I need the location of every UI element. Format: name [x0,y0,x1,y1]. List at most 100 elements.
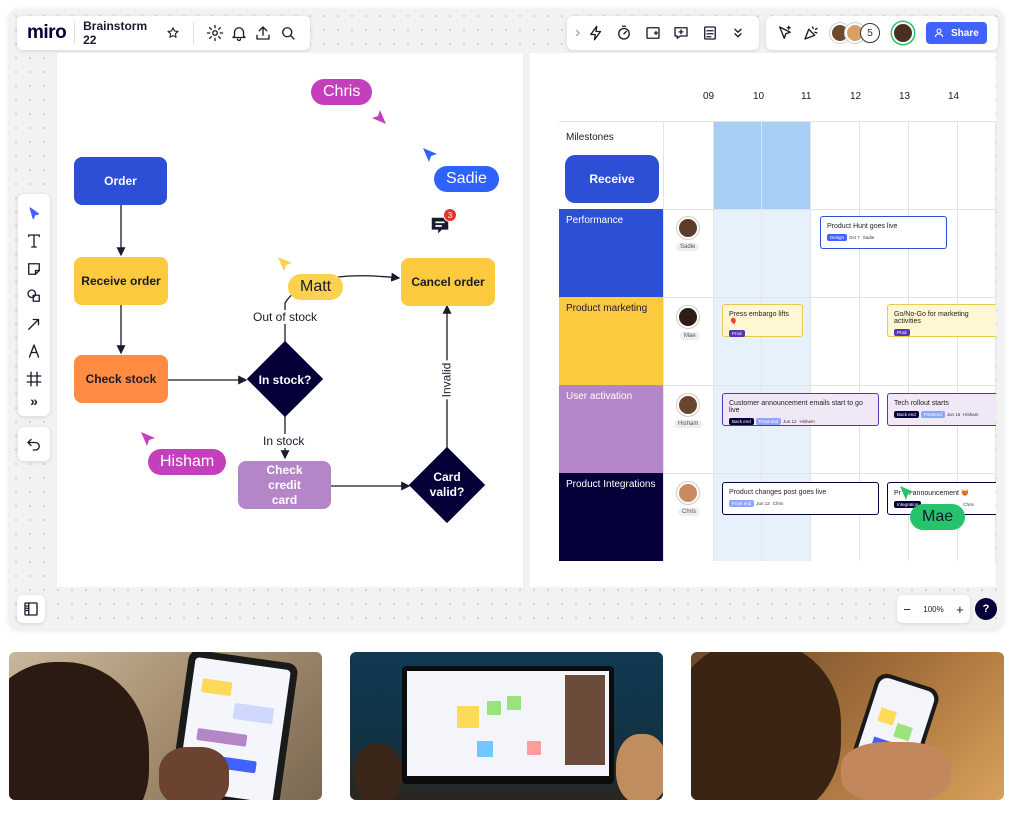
card-person: Hisham [963,412,979,417]
cursor-pointer-matt-icon [278,257,292,271]
column-label: 11 [801,91,812,102]
monitor-device [402,666,614,784]
divider [193,22,195,44]
avatar-name: Mae [680,332,700,340]
text-tool-icon[interactable] [21,228,47,254]
flow-node-check-credit-card[interactable]: Check credit card [238,461,331,509]
frame-icon[interactable] [21,366,47,392]
share-label: Share [951,27,979,39]
timeline-card[interactable]: Press embargo lifts 🎈 Prod [722,304,803,337]
cursor-pointer-mae-icon [900,486,914,500]
edge-label-out-of-stock: Out of stock [251,310,320,324]
more-chevrons-icon[interactable] [725,20,751,46]
zoom-in-button[interactable]: + [956,601,964,617]
collaborator-count-badge: 5 [860,23,880,43]
card-title: Customer announcement emails start to go… [729,400,863,414]
card-title: Product changes post goes live [729,489,827,496]
bell-icon[interactable] [227,20,251,46]
photo-phone-user [691,652,1004,800]
flow-node-order[interactable]: Order [74,157,167,205]
cursor-label-chris: Chris [311,79,373,105]
swimlane-label: User activation [566,391,633,402]
cursor-pointer-hisham-icon [141,432,155,446]
card-date: Jun 12 [783,419,797,424]
comment-thread[interactable]: 3 [429,208,457,237]
lightning-icon[interactable] [583,20,609,46]
card-person: Chris [772,501,784,506]
avatar [677,306,699,328]
card-date: Jun 12 [756,501,770,506]
zoom-level[interactable]: 100% [923,604,944,614]
more-tools-icon[interactable]: » [30,393,38,410]
miro-board-canvas[interactable]: miro Brainstorm 22 › 5 Share [9,9,1003,629]
card-title: Tech rollout starts [894,400,949,407]
help-button[interactable]: ? [975,598,997,620]
column-label: 13 [899,91,911,102]
board-title-panel: miro Brainstorm 22 [17,16,310,50]
photo-team-meeting [350,652,663,800]
flow-node-check-stock[interactable]: Check stock [74,355,168,403]
star-icon[interactable] [161,20,185,46]
board-title[interactable]: Brainstorm 22 [83,19,148,47]
notes-icon[interactable] [697,20,723,46]
user-add-icon [934,28,944,38]
search-icon[interactable] [276,20,300,46]
panel-toggle-icon[interactable] [18,596,44,622]
hand-shape [841,742,951,800]
comment-add-icon[interactable] [668,20,694,46]
timeline-card[interactable]: Product changes post goes live Front end… [722,482,879,515]
select-cursor-icon[interactable] [21,201,47,227]
cursor-reactions-icon[interactable] [772,20,798,46]
celebrate-icon[interactable] [798,20,824,46]
share-button[interactable]: Share [926,22,987,44]
cursor-label-sadie: Sadie [434,166,499,192]
shapes-icon[interactable] [21,283,47,309]
flow-node-receive-order[interactable]: Receive order [74,257,168,305]
comment-count-badge: 3 [443,208,457,222]
connector-arrow-icon[interactable] [21,311,47,337]
card-tag: Front end [729,500,755,507]
swimlane-user-activation[interactable] [559,385,663,473]
flow-node-cancel-order[interactable]: Cancel order [401,258,495,306]
settings-gear-icon[interactable] [202,20,226,46]
card-tag: Back end [894,411,919,418]
avatar-name: Chris [678,508,701,516]
frame-add-icon[interactable] [640,20,666,46]
timeline-card[interactable]: Customer announcement emails start to go… [722,393,879,426]
cursor-label-mae: Mae [910,504,966,530]
avatar [677,482,699,504]
card-person: Chris [963,502,974,507]
cursor-pointer-chris-icon [372,110,386,124]
undo-icon[interactable] [21,431,47,457]
cursor-pointer-sadie-icon [423,148,437,162]
person-silhouette [691,652,841,800]
card-title: Go/No-Go for marketing activities [894,311,969,325]
expand-chevron-icon[interactable]: › [575,24,581,41]
timeline-frame[interactable]: 09 10 11 12 13 14 Milestones Receive Per… [530,53,996,587]
card-date: Oct 7 [849,235,860,240]
sidebar-toggle-panel [17,595,45,623]
miro-logo[interactable]: miro [27,22,67,43]
flowchart-frame[interactable]: Order Receive order Check stock Cancel o… [57,53,523,587]
sticky-note-icon[interactable] [21,256,47,282]
timeline-card[interactable]: Go/No-Go for marketing activities Prod [887,304,996,337]
timeline-column-header: 09 10 11 12 13 14 [703,91,983,107]
avatar [677,217,699,239]
timer-icon[interactable] [611,20,637,46]
current-user-avatar[interactable] [892,22,914,44]
milestone-receive-card[interactable]: Receive [565,155,659,203]
decision-in-stock-label: In stock? [258,372,312,387]
divider [74,22,76,44]
card-tag: Back end [729,418,754,425]
swimlane-product-marketing[interactable] [559,297,663,385]
pen-icon[interactable] [21,338,47,364]
swimlane-performance[interactable] [559,209,663,297]
collaborator-avatars[interactable]: 5 [830,23,880,43]
zoom-out-button[interactable]: − [903,601,911,617]
upload-icon[interactable] [251,20,275,46]
person-silhouette [9,662,149,800]
swimlane-product-integrations[interactable] [559,473,663,561]
